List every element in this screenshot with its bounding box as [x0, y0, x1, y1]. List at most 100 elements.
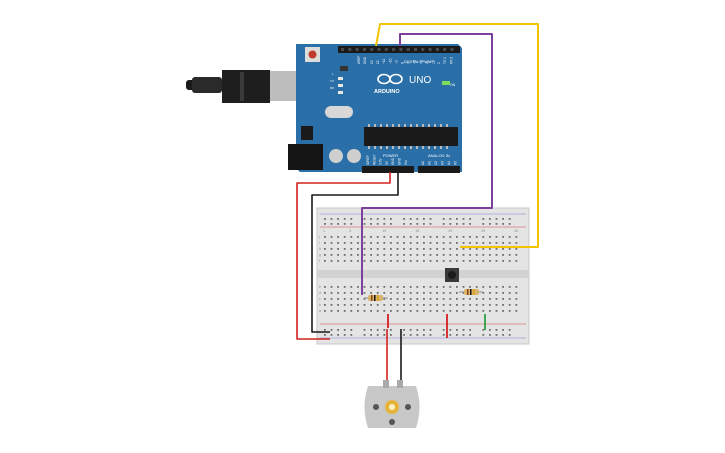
breadboard-hole[interactable]	[475, 260, 478, 262]
breadboard-hole[interactable]	[469, 223, 471, 225]
breadboard-hole[interactable]	[436, 248, 438, 250]
breadboard-hole[interactable]	[337, 260, 339, 262]
breadboard-hole[interactable]	[515, 292, 518, 294]
breadboard-hole[interactable]	[449, 260, 452, 262]
breadboard-hole[interactable]	[508, 254, 511, 256]
breadboard-hole[interactable]	[396, 254, 399, 256]
breadboard-hole[interactable]	[370, 223, 372, 225]
breadboard-hole[interactable]	[462, 329, 465, 331]
breadboard-hole[interactable]	[416, 286, 419, 288]
breadboard-hole[interactable]	[489, 236, 491, 238]
breadboard-hole[interactable]	[423, 223, 425, 225]
breadboard-hole[interactable]	[502, 334, 504, 336]
breadboard-hole[interactable]	[442, 286, 445, 288]
breadboard-hole[interactable]	[383, 260, 386, 262]
breadboard-hole[interactable]	[403, 334, 405, 336]
breadboard-hole[interactable]	[456, 223, 458, 225]
breadboard-hole[interactable]	[376, 310, 379, 312]
breadboard-hole[interactable]	[456, 218, 458, 220]
breadboard-hole[interactable]	[350, 298, 353, 300]
breadboard-hole[interactable]	[429, 242, 432, 244]
breadboard-hole[interactable]	[330, 286, 333, 288]
breadboard-hole[interactable]	[370, 329, 372, 331]
breadboard-hole[interactable]	[495, 329, 498, 331]
breadboard-hole[interactable]	[495, 310, 498, 312]
breadboard-hole[interactable]	[442, 334, 445, 336]
wire-purple[interactable]	[361, 33, 493, 295]
wire-black[interactable]	[311, 172, 399, 333]
breadboard-hole[interactable]	[409, 248, 412, 250]
breadboard-hole[interactable]	[363, 248, 366, 250]
breadboard-hole[interactable]	[436, 254, 438, 256]
breadboard-hole[interactable]	[489, 260, 491, 262]
breadboard-hole[interactable]	[337, 242, 339, 244]
breadboard-hole[interactable]	[370, 260, 372, 262]
breadboard-hole[interactable]	[409, 334, 412, 336]
breadboard-hole[interactable]	[376, 248, 379, 250]
breadboard-hole[interactable]	[449, 223, 452, 225]
breadboard-hole[interactable]	[469, 298, 471, 300]
breadboard-hole[interactable]	[436, 286, 438, 288]
breadboard-hole[interactable]	[330, 242, 333, 244]
breadboard-hole[interactable]	[343, 329, 346, 331]
breadboard-hole[interactable]	[495, 248, 498, 250]
breadboard-hole[interactable]	[429, 304, 432, 306]
breadboard-hole[interactable]	[370, 304, 372, 306]
breadboard-hole[interactable]	[403, 310, 405, 312]
breadboard-hole[interactable]	[495, 304, 498, 306]
breadboard-hole[interactable]	[324, 298, 326, 300]
breadboard-hole[interactable]	[396, 248, 399, 250]
breadboard-hole[interactable]	[462, 218, 465, 220]
breadboard-hole[interactable]	[409, 298, 412, 300]
breadboard-hole[interactable]	[376, 223, 379, 225]
breadboard-hole[interactable]	[343, 310, 346, 312]
breadboard-hole[interactable]	[363, 254, 366, 256]
breadboard-hole[interactable]	[515, 236, 518, 238]
breadboard-hole[interactable]	[390, 298, 392, 300]
breadboard-hole[interactable]	[330, 329, 333, 331]
breadboard-hole[interactable]	[350, 254, 353, 256]
breadboard-hole[interactable]	[416, 304, 419, 306]
breadboard-hole[interactable]	[456, 304, 458, 306]
breadboard-hole[interactable]	[383, 292, 386, 294]
breadboard-hole[interactable]	[383, 254, 386, 256]
breadboard-hole[interactable]	[442, 260, 445, 262]
breadboard-hole[interactable]	[515, 298, 518, 300]
breadboard-hole[interactable]	[363, 298, 366, 300]
breadboard-hole[interactable]	[515, 310, 518, 312]
breadboard-hole[interactable]	[449, 298, 452, 300]
breadboard-hole[interactable]	[495, 254, 498, 256]
breadboard-hole[interactable]	[350, 242, 353, 244]
breadboard-hole[interactable]	[324, 304, 326, 306]
breadboard-hole[interactable]	[357, 260, 359, 262]
breadboard-hole[interactable]	[343, 242, 346, 244]
breadboard-hole[interactable]	[423, 248, 425, 250]
pushbutton-icon[interactable]	[445, 268, 459, 282]
breadboard-hole[interactable]	[363, 329, 366, 331]
breadboard-hole[interactable]	[475, 310, 478, 312]
breadboard-hole[interactable]	[390, 292, 392, 294]
breadboard-hole[interactable]	[502, 242, 504, 244]
breadboard-hole[interactable]	[330, 236, 333, 238]
breadboard-hole[interactable]	[449, 248, 452, 250]
breadboard-hole[interactable]	[489, 218, 491, 220]
breadboard-hole[interactable]	[462, 236, 465, 238]
breadboard-hole[interactable]	[469, 304, 471, 306]
breadboard-hole[interactable]	[449, 292, 452, 294]
breadboard-hole[interactable]	[508, 286, 511, 288]
breadboard-hole[interactable]	[429, 260, 432, 262]
breadboard-hole[interactable]	[489, 242, 491, 244]
breadboard-hole[interactable]	[508, 298, 511, 300]
breadboard-hole[interactable]	[423, 254, 425, 256]
breadboard-hole[interactable]	[429, 218, 432, 220]
breadboard-hole[interactable]	[475, 304, 478, 306]
breadboard-hole[interactable]	[469, 218, 471, 220]
breadboard-hole[interactable]	[324, 329, 326, 331]
breadboard-hole[interactable]	[357, 242, 359, 244]
breadboard-hole[interactable]	[343, 298, 346, 300]
breadboard-hole[interactable]	[482, 286, 485, 288]
breadboard-hole[interactable]	[343, 236, 346, 238]
breadboard-hole[interactable]	[482, 304, 485, 306]
breadboard-hole[interactable]	[409, 236, 412, 238]
breadboard-hole[interactable]	[330, 254, 333, 256]
